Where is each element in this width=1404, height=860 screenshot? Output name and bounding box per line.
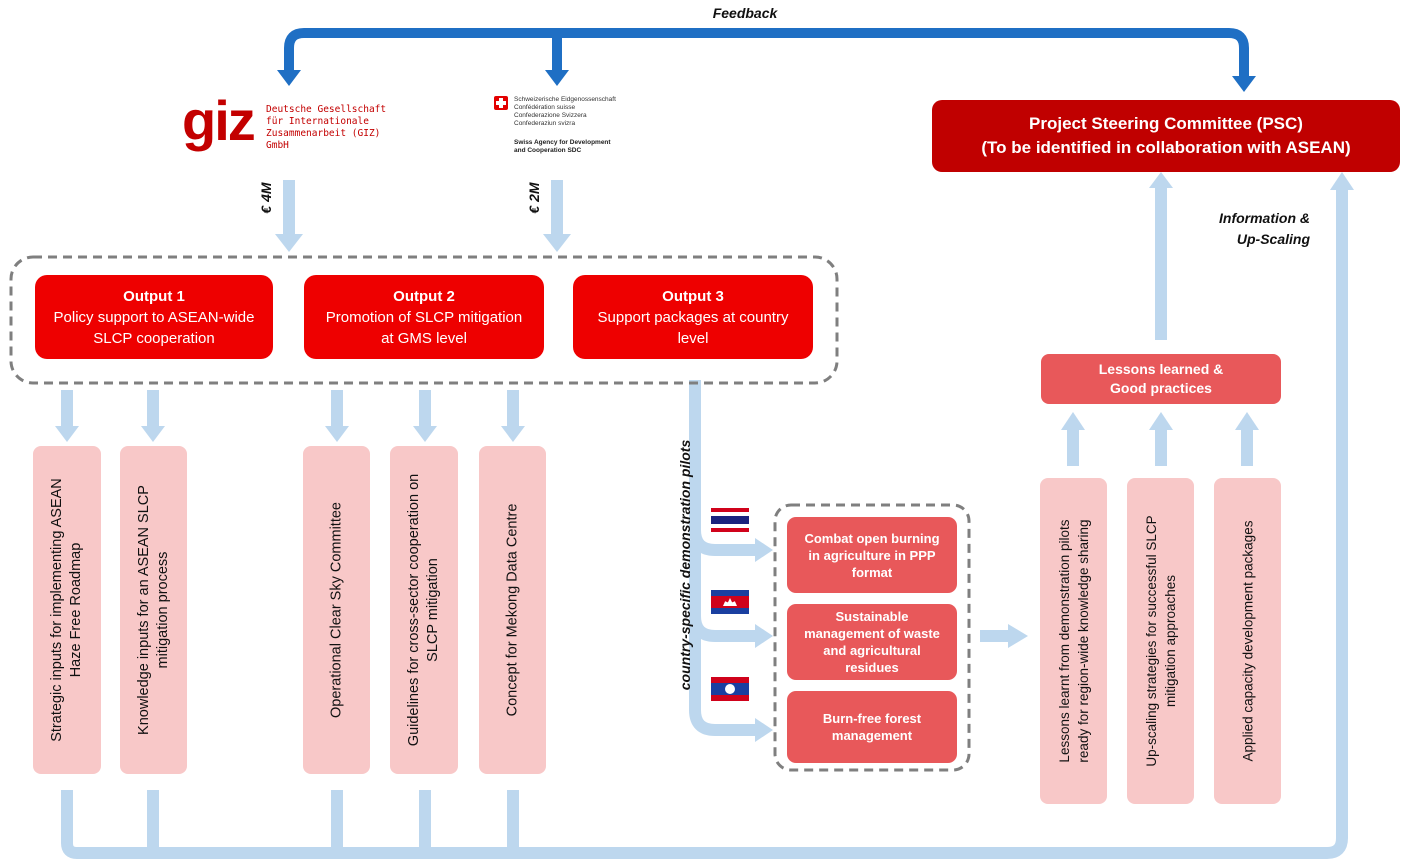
output-1-box: Output 1 Policy support to ASEAN-wide SL… [35, 275, 273, 359]
outputs-container [9, 255, 839, 385]
output-2-box: Output 2 Promotion of SLCP mitigation at… [304, 275, 544, 359]
sdc-funding: € 2M [526, 182, 542, 214]
output-3-title: Output 3 [662, 287, 724, 305]
feedback-arrowhead-giz [277, 70, 301, 86]
feedback-arrowhead-psc [1232, 76, 1256, 92]
psc-title: Project Steering Committee (PSC) [1029, 114, 1303, 133]
pilots-container [773, 503, 971, 772]
cambodia-flag [711, 590, 749, 614]
sdc-logo: Schweizerische Eidgenossenschaft Confédé… [494, 96, 644, 156]
result-lessons-learnt: Lessons learnt from demonstration pilots… [1040, 478, 1107, 804]
deliverable-mekong-data-centre: Concept for Mekong Data Centre [479, 446, 546, 774]
thailand-flag [711, 508, 749, 532]
giz-funding: € 4M [258, 182, 274, 214]
feedback-arrowhead-sdc [545, 70, 569, 86]
feedback-label: Feedback [712, 5, 778, 21]
giz-logo-wordmark: giz [182, 89, 256, 152]
deliverable-clear-sky-committee: Operational Clear Sky Committee [303, 446, 370, 774]
result-capacity-packages: Applied capacity development packages [1214, 478, 1281, 804]
deliverable-guidelines: Guidelines for cross-sector cooperation … [390, 446, 458, 774]
laos-flag [711, 677, 749, 701]
pilots-label: country-specific demonstration pilots [677, 439, 693, 691]
sdc-agency: Swiss Agency for Development and Coopera… [514, 139, 611, 154]
giz-logo: giz Deutsche Gesellschaft für Internatio… [182, 89, 392, 152]
output-3-box: Output 3 Support packages at country lev… [573, 275, 813, 359]
sdc-name: Schweizerische Eidgenossenschaft Confédé… [514, 96, 616, 127]
swiss-cross-icon [494, 96, 508, 110]
giz-name: Deutsche Gesellschaft für Internationale… [266, 104, 387, 151]
psc-box: Project Steering Committee (PSC) (To be … [932, 100, 1400, 172]
output-2-title: Output 2 [393, 287, 455, 305]
info-upscaling-label: Information & Up-Scaling [1219, 210, 1310, 247]
lessons-learned-box: Lessons learned & Good practices [1041, 354, 1281, 404]
result-upscaling-strategies: Up-scaling strategies for successful SLC… [1127, 478, 1194, 804]
feedback-arrow [284, 28, 1249, 78]
output-1-title: Output 1 [123, 287, 185, 305]
psc-subtitle: (To be identified in collaboration with … [981, 138, 1351, 157]
